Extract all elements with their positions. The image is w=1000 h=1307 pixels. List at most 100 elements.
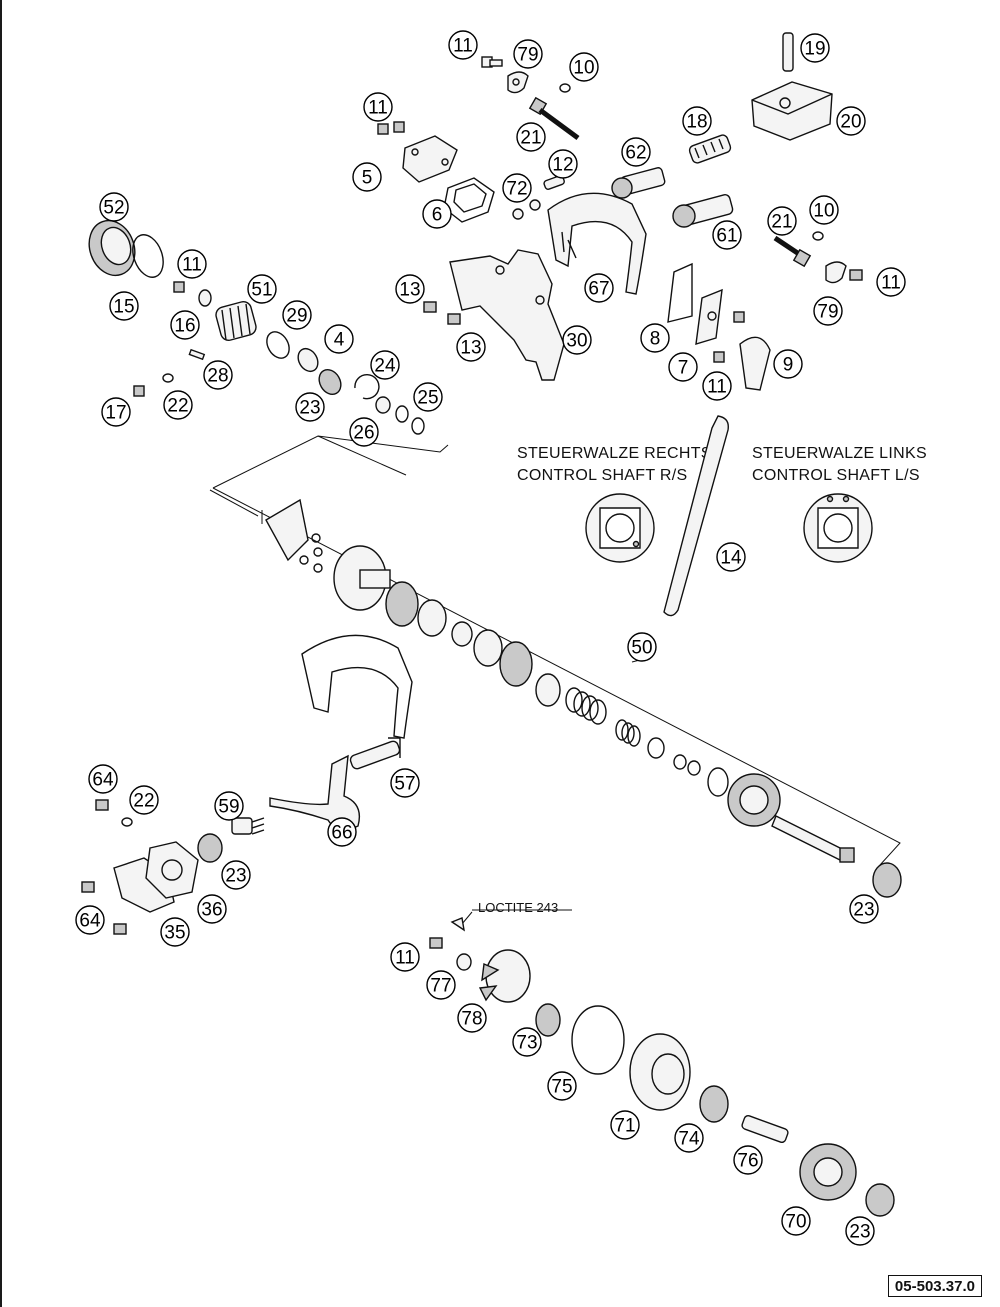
- callout-number: 21: [520, 128, 541, 149]
- callout-number: 61: [716, 226, 737, 247]
- washer-50f: [687, 760, 701, 776]
- callout-number: 11: [707, 377, 727, 398]
- control-shaft-left-de: STEUERWALZE LINKS: [752, 445, 927, 462]
- callout-23: 23: [295, 392, 325, 422]
- callout-circle: [363, 92, 393, 122]
- callout-78: 78: [457, 1003, 487, 1033]
- callout-13: 13: [456, 332, 486, 362]
- bolt-top-center: [481, 56, 503, 68]
- impeller-78: [478, 949, 531, 1003]
- callout-15: 15: [109, 291, 139, 321]
- callout-circle: [295, 392, 325, 422]
- callout-79: 79: [813, 296, 843, 326]
- callout-number: 11: [182, 255, 202, 276]
- callout-23: 23: [849, 894, 879, 924]
- callout-70: 70: [781, 1206, 811, 1236]
- bearing-23-top: [318, 368, 342, 396]
- callout-circle: [160, 917, 190, 947]
- callout-72: 72: [502, 173, 532, 203]
- callout-number: 22: [133, 791, 154, 812]
- callout-64: 64: [75, 905, 105, 935]
- callout-circle: [426, 970, 456, 1000]
- callout-circle: [101, 397, 131, 427]
- bearing-74: [699, 1085, 729, 1123]
- callout-76: 76: [733, 1145, 763, 1175]
- callout-number: 11: [368, 98, 388, 119]
- callout-29: 29: [282, 300, 312, 330]
- callout-circle: [395, 274, 425, 304]
- callout-4: 4: [324, 324, 354, 354]
- screws-11-left: [377, 121, 405, 135]
- screw-64-bottom: [113, 923, 127, 935]
- callout-number: 50: [631, 638, 652, 659]
- callout-circle: [163, 390, 193, 420]
- washer-77: [456, 953, 472, 971]
- washer-50g: [707, 767, 729, 797]
- callout-number: 22: [167, 396, 188, 417]
- callout-61: 61: [712, 220, 742, 250]
- callout-number: 12: [552, 155, 573, 176]
- ring-26: [375, 396, 391, 414]
- callout-circle: [813, 296, 843, 326]
- callout-number: 23: [853, 900, 874, 921]
- nut-52: [88, 219, 136, 277]
- callout-5: 5: [352, 162, 382, 192]
- washer-16: [198, 289, 212, 307]
- callout-57: 57: [390, 768, 420, 798]
- callout-circle: [177, 249, 207, 279]
- callout-circle: [716, 542, 746, 572]
- retaining-plate-5: [402, 135, 458, 183]
- callout-10: 10: [809, 195, 839, 225]
- callout-26: 26: [349, 417, 379, 447]
- bearing-23-right: [872, 862, 902, 898]
- callout-circle: [99, 192, 129, 222]
- callout-66: 66: [327, 817, 357, 847]
- callout-circle: [845, 1216, 875, 1246]
- callout-circle: [203, 360, 233, 390]
- callout-6: 6: [422, 199, 452, 229]
- control-shaft-left-en: CONTROL SHAFT L/S: [752, 467, 920, 484]
- callout-circle: [562, 325, 592, 355]
- ring-72b: [529, 199, 541, 211]
- callout-74: 74: [674, 1123, 704, 1153]
- spring-50a: [565, 687, 607, 725]
- callout-circle: [610, 1110, 640, 1140]
- screw-11-r1: [733, 311, 745, 323]
- shift-shaft-pin-right: [773, 235, 812, 268]
- screw-11-left: [173, 281, 185, 293]
- callout-59: 59: [214, 791, 244, 821]
- callout-number: 36: [201, 900, 222, 921]
- callout-number: 23: [299, 398, 320, 419]
- callout-67: 67: [584, 273, 614, 303]
- callout-number: 75: [551, 1077, 572, 1098]
- callout-number: 51: [251, 280, 272, 301]
- bolt-right: [849, 269, 863, 281]
- control-shaft-right-de: STEUERWALZE RECHTS: [517, 445, 712, 462]
- o-ring-15: [132, 234, 164, 278]
- callout-number: 23: [225, 866, 246, 887]
- callout-18: 18: [682, 106, 712, 136]
- spring-roll-18: [688, 134, 732, 164]
- screws-13: [423, 301, 461, 325]
- washer-right: [812, 231, 824, 241]
- callout-7: 7: [668, 352, 698, 382]
- callout-circle: [413, 382, 443, 412]
- callout-circle: [627, 632, 657, 662]
- lever-66: [269, 754, 361, 831]
- callout-circle: [422, 199, 452, 229]
- callout-circle: [781, 1206, 811, 1236]
- bearing-23-left: [197, 833, 223, 863]
- washer-50b: [451, 621, 473, 647]
- callout-number: 28: [207, 366, 228, 387]
- control-shaft-right-en: CONTROL SHAFT R/S: [517, 467, 687, 484]
- callout-circle: [584, 273, 614, 303]
- callout-circle: [569, 52, 599, 82]
- bushing-50: [535, 673, 561, 707]
- callout-20: 20: [836, 106, 866, 136]
- kickstart-gear-50: [727, 773, 781, 827]
- callout-circle: [88, 764, 118, 794]
- callout-number: 20: [840, 112, 861, 133]
- callout-25: 25: [413, 382, 443, 412]
- screw-11-bottom: [429, 937, 443, 949]
- callout-number: 52: [103, 198, 124, 219]
